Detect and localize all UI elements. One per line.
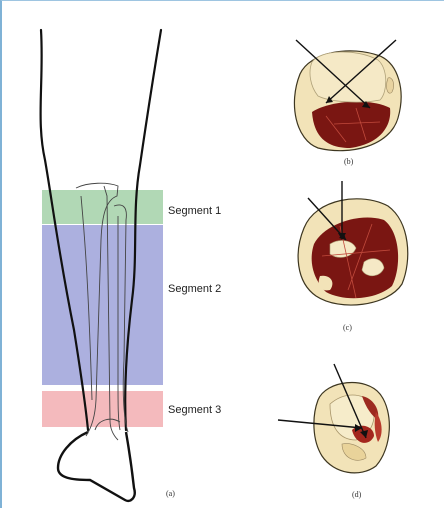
caption-c: (c) — [343, 323, 352, 332]
segment-1-label: Segment 1 — [168, 205, 221, 217]
segment-2-label: Segment 2 — [168, 283, 221, 295]
cross-section-b — [294, 40, 401, 151]
foot-outline — [58, 432, 135, 501]
cross-section-d — [278, 364, 389, 473]
segment-3-band — [42, 391, 163, 427]
caption-d: (d) — [352, 490, 361, 499]
segment-1-band — [42, 190, 163, 224]
cross-section-c — [298, 181, 408, 305]
caption-a: (a) — [166, 489, 175, 498]
caption-b: (b) — [344, 157, 353, 166]
segment-3-label: Segment 3 — [168, 404, 221, 416]
